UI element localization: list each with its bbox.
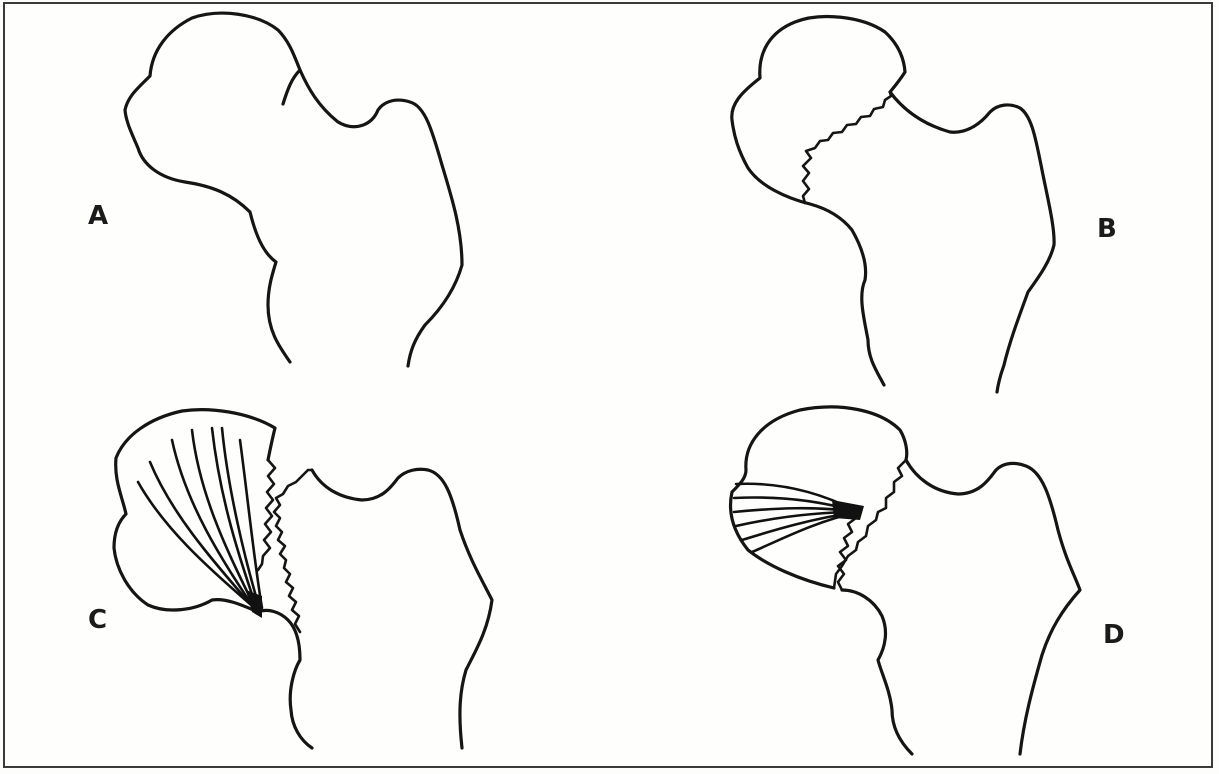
panel-b-femur: [732, 17, 1054, 392]
panel-label-b: B: [1097, 216, 1117, 242]
panel-d-vessel-origin: [832, 500, 864, 520]
panel-label-d: D: [1103, 622, 1125, 648]
panel-c-vessel: [150, 462, 252, 606]
panel-c-head-fracture-edge: [258, 460, 275, 570]
panel-c-retinacular-vessels: [138, 428, 262, 612]
panel-d-head-fracture-edge: [834, 460, 906, 588]
panel-d-neck-fracture-edge: [838, 510, 856, 590]
panel-a-fovea-notch: [283, 70, 300, 104]
panel-c-neck-fracture-edge: [274, 470, 312, 632]
panel-b-femur-outline: [732, 17, 1054, 392]
panel-d-shaft-outline: [842, 460, 1080, 754]
panel-c-femur: [114, 410, 492, 748]
panel-label-a: A: [88, 203, 108, 229]
panel-label-c: C: [88, 607, 107, 633]
panel-d-femur: [731, 407, 1080, 754]
panel-b-fracture-line: [803, 92, 891, 203]
panel-a-femur: [125, 13, 462, 366]
panel-a-femur-outline: [125, 13, 462, 366]
